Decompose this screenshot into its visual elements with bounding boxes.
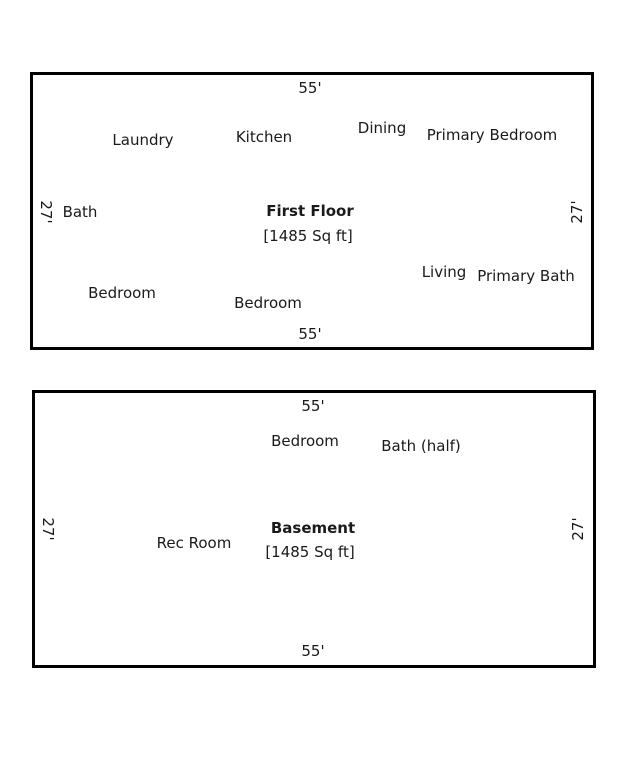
first-floor-depth-left: 27' bbox=[37, 200, 55, 224]
first-floor-width-bottom: 55' bbox=[298, 325, 322, 343]
first-floor-title: First Floor bbox=[266, 202, 354, 220]
room-bath: Bath bbox=[62, 203, 98, 221]
room-kitchen: Kitchen bbox=[235, 128, 293, 146]
room-laundry: Laundry bbox=[112, 131, 174, 149]
basement-depth-right: 27' bbox=[569, 517, 587, 541]
basement-area: [1485 Sq ft] bbox=[265, 543, 355, 561]
room-bedroom-2: Bedroom bbox=[234, 294, 302, 312]
basement-title: Basement bbox=[270, 519, 356, 537]
basement-width-bottom: 55' bbox=[301, 642, 325, 660]
room-dining: Dining bbox=[357, 119, 407, 137]
room-primary-bedroom: Primary Bedroom bbox=[426, 126, 558, 144]
basement-outline bbox=[32, 390, 596, 668]
basement-width-top: 55' bbox=[301, 397, 325, 415]
room-rec-room: Rec Room bbox=[156, 534, 232, 552]
room-primary-bath: Primary Bath bbox=[477, 267, 575, 285]
first-floor-area: [1485 Sq ft] bbox=[263, 227, 353, 245]
first-floor-depth-right: 27' bbox=[568, 200, 586, 224]
room-bedroom-1: Bedroom bbox=[88, 284, 156, 302]
first-floor-width-top: 55' bbox=[298, 79, 322, 97]
basement-depth-left: 27' bbox=[39, 517, 57, 541]
first-floor-outline bbox=[30, 72, 594, 350]
room-living: Living bbox=[421, 263, 467, 281]
room-basement-bedroom: Bedroom bbox=[271, 432, 339, 450]
room-bath-half: Bath (half) bbox=[381, 437, 461, 455]
